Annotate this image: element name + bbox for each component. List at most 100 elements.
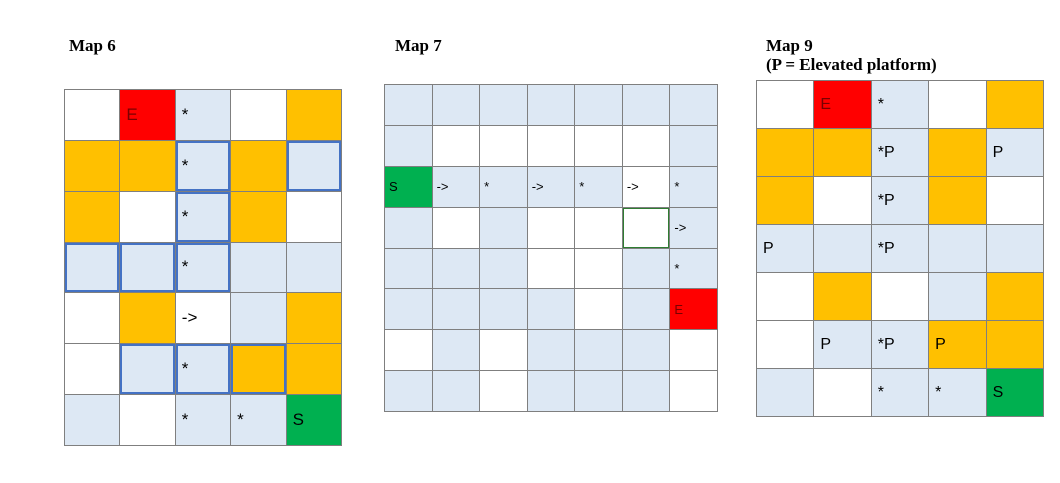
map-9-title-text: Map 9 (766, 36, 813, 55)
cell-label (575, 138, 579, 153)
map-9-cell (755, 320, 815, 369)
cell-label: P (820, 335, 832, 353)
map-9-cell: *P (870, 224, 930, 273)
cell-label (65, 257, 71, 276)
cell-label (987, 288, 993, 305)
cell-label (814, 288, 820, 305)
map-6-cell (285, 89, 343, 141)
map-9-row: E* (755, 80, 1045, 129)
map-7-cell (479, 84, 528, 126)
cell-label (287, 207, 293, 226)
cell-label: * (877, 383, 885, 401)
map-7-cell (431, 247, 481, 290)
map-7-cell (526, 329, 576, 372)
cell-label (528, 261, 532, 276)
cell-label (623, 343, 627, 358)
cell-label (65, 105, 71, 124)
map-6-cell: S (285, 394, 343, 446)
cell-label: S (389, 179, 398, 195)
cell-label: E (674, 301, 684, 317)
cell-label (65, 410, 71, 429)
cell-label (528, 97, 532, 112)
map-7-cell (574, 206, 623, 249)
map-6-row: * (63, 241, 343, 294)
cell-label: P (763, 239, 774, 257)
cell-label (814, 192, 820, 209)
map-7-cell: * (669, 247, 718, 290)
map-7-cell (669, 124, 718, 167)
map-6-cell (63, 139, 121, 192)
map-6-cell (63, 343, 121, 396)
map-6-cell (119, 241, 176, 294)
cell-label (120, 308, 126, 327)
cell-label (231, 359, 237, 378)
cell-label (987, 240, 993, 257)
map-6-row: -> (63, 292, 343, 345)
map-7-cell (621, 247, 671, 290)
cell-label (623, 302, 627, 317)
map-9-cell: P (755, 224, 815, 273)
cell-label: * (181, 155, 189, 175)
map-7-cell (526, 370, 576, 412)
cell-label (480, 97, 484, 112)
cell-label (528, 302, 532, 317)
map-7-cell (669, 84, 718, 126)
map-9-title: Map 9 (P = Elevated platform) (766, 36, 937, 74)
cell-label (987, 336, 993, 353)
map-7-cell (574, 124, 623, 167)
map-7-cell (479, 370, 528, 412)
cell-label (385, 138, 389, 153)
cell-label (757, 384, 763, 401)
cell-label (929, 288, 935, 305)
cell-label: P (935, 335, 946, 353)
map-7-cell: * (669, 165, 718, 208)
map-9-cell (928, 224, 987, 273)
map-6-cell (230, 190, 287, 243)
map-7-cell: * (574, 165, 623, 208)
map-6-cell (63, 394, 121, 446)
cell-label (385, 343, 389, 358)
map-7-cell (384, 288, 433, 331)
cell-label: * (935, 383, 942, 401)
map-7-cell (431, 84, 481, 126)
cell-label (929, 192, 935, 209)
map-7-row: * (384, 247, 718, 290)
cell-label (433, 138, 437, 153)
map-7-cell: * (479, 165, 528, 208)
map-6-cell (119, 394, 176, 446)
cell-label (231, 257, 237, 276)
cell-label (433, 343, 437, 358)
cell-label (433, 302, 437, 317)
map-7-cell (574, 84, 623, 126)
cell-label (287, 105, 293, 124)
cell-label: * (674, 179, 680, 195)
map-9-cell: *P (870, 320, 930, 369)
map-6-cell: * (174, 394, 232, 446)
map-9-cell (755, 272, 815, 321)
map-9-row: *P (755, 176, 1045, 225)
map-9-cell (928, 80, 987, 129)
map-9-cell (755, 128, 815, 177)
map-6-cell (63, 292, 121, 345)
cell-label: * (181, 410, 189, 430)
map-7-title: Map 7 (395, 36, 442, 55)
cell-label (480, 343, 484, 358)
cell-label (575, 343, 579, 358)
map-9-cell (928, 128, 987, 177)
map-7-cell: -> (669, 206, 718, 249)
cell-label (385, 97, 389, 112)
map-7-cell (384, 84, 433, 126)
cell-label (120, 207, 126, 226)
cell-label (231, 308, 237, 327)
map-9-cell: * (870, 80, 930, 129)
cell-label: * (237, 410, 244, 430)
cell-label (65, 156, 71, 175)
cell-label: -> (531, 179, 544, 195)
cell-label (385, 384, 389, 399)
cell-label (120, 257, 126, 276)
map-9-cell: P (813, 320, 872, 369)
map-7-cell (574, 370, 623, 412)
map-6-cell (285, 139, 343, 192)
cell-label (670, 97, 674, 112)
map-7-row (384, 124, 718, 167)
